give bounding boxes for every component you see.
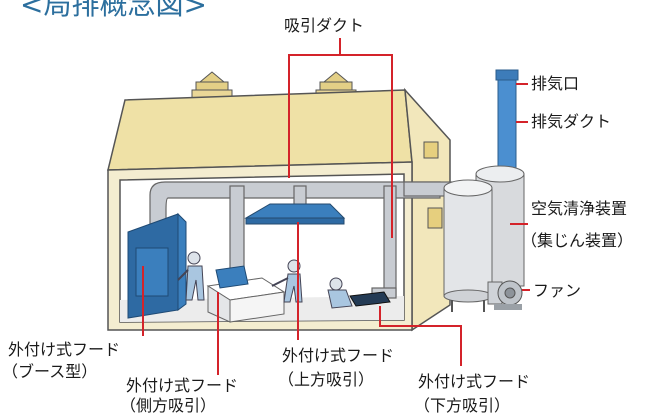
label-hood-booth-line1: 外付け式フード [8,340,121,359]
side-hood [206,265,286,323]
duct-branch-bottom [383,185,397,297]
diagram-title: <局排概念図> [20,0,207,21]
label-hood-top-line1: 外付け式フード [282,346,395,365]
air-cleaner [443,165,525,312]
leader-bottom-hood [379,306,462,366]
duct-branch-side [229,185,245,277]
label-exhaust-outlet: 排気口 [531,74,580,93]
label-air-cleaner-line1: 空気清浄装置 [531,199,628,218]
label-hood-top-line2: （上方吸引） [278,370,375,389]
gable-window [423,141,439,159]
booth-hood [127,212,187,319]
fan [487,280,523,310]
label-exhaust-duct: 排気ダクト [531,112,612,131]
label-hood-bottom-line1: 外付け式フード [418,372,531,391]
exhaust-duct [495,69,519,187]
label-suction-duct: 吸引ダクト [284,16,365,35]
label-hood-side-line1: 外付け式フード [126,376,239,395]
worker-bottom [327,277,353,309]
label-air-cleaner-line2: （集じん装置） [521,231,634,250]
gable-window-lower [427,207,443,229]
leader-lines [142,38,530,375]
factory-roof [107,89,413,171]
overhead-hood [244,203,346,219]
label-hood-booth-line2: （ブース型） [2,362,98,381]
label-hood-side-line2: （側方吸引） [120,396,217,415]
worker-booth [177,251,205,301]
label-hood-bottom-line2: （下方吸引） [414,396,511,415]
suction-duct-main [149,181,441,241]
bottom-hood [349,291,391,307]
label-fan: ファン [533,281,582,300]
